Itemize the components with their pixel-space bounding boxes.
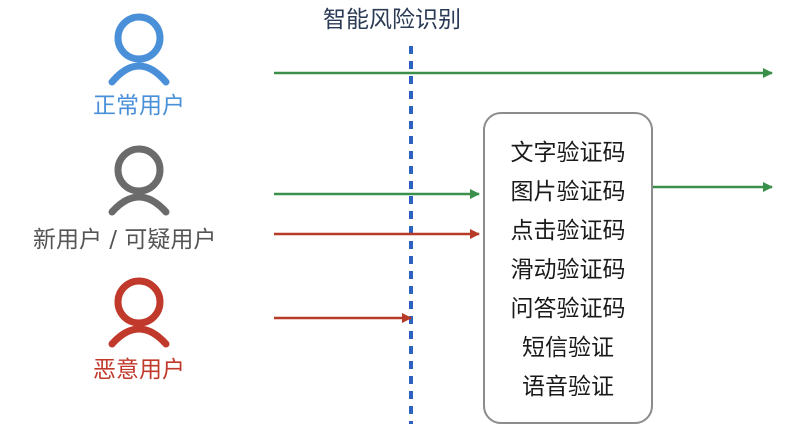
normal-user-icon	[108, 13, 170, 86]
verification-methods-list: 文字验证码 图片验证码 点击验证码 滑动验证码 问答验证码 短信验证 语音验证	[483, 134, 653, 407]
normal-user-label: 正常用户	[93, 93, 185, 119]
malicious-user-icon	[108, 277, 170, 348]
malicious-user-label: 恶意用户	[93, 357, 185, 383]
suspicious-user-label: 新用户 / 可疑用户	[33, 227, 217, 253]
suspicious-user-icon	[108, 145, 170, 216]
method-image-captcha: 图片验证码	[510, 179, 626, 205]
method-qa-captcha: 问答验证码	[510, 296, 626, 322]
method-slide-captcha: 滑动验证码	[510, 257, 626, 283]
method-sms-verification: 短信验证	[522, 335, 614, 361]
method-voice-verification: 语音验证	[522, 374, 614, 400]
method-click-captcha: 点击验证码	[510, 218, 626, 244]
method-text-captcha: 文字验证码	[510, 140, 626, 166]
risk-line-label: 智能风险识别	[323, 7, 461, 33]
verification-methods-box	[483, 112, 653, 424]
